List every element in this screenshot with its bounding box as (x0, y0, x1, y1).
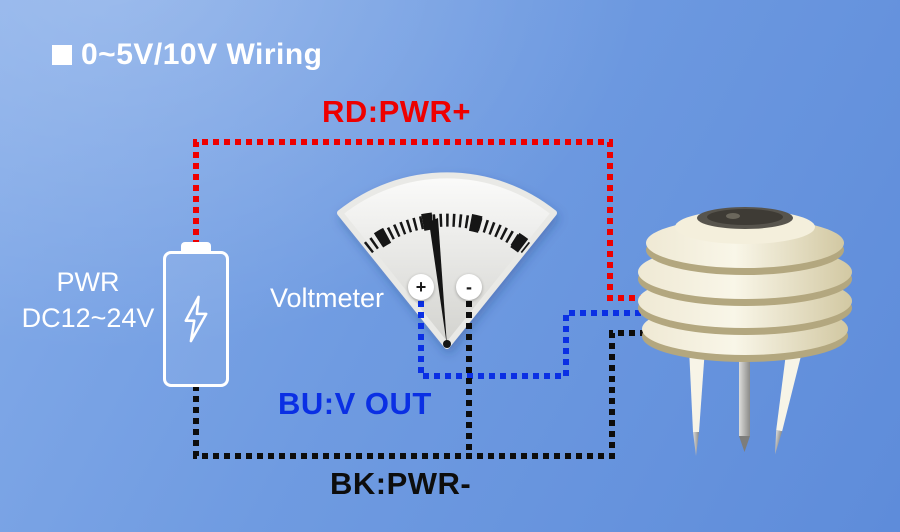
lightning-bolt-icon (184, 295, 208, 343)
black-wire (193, 330, 652, 459)
sensor-cap-highlight (726, 213, 740, 219)
power-supply-line1: PWR (56, 267, 120, 297)
power-supply-line2: DC12~24V (21, 303, 155, 333)
battery-terminal-nub (181, 242, 211, 253)
sensor-cap-inner (707, 209, 783, 225)
voltmeter-plus-terminal: + (408, 274, 434, 300)
gauge-needle-icon (429, 218, 447, 346)
blue-wire-label: BU:V OUT (278, 386, 432, 421)
blue-wire (418, 301, 652, 379)
gauge-face (337, 172, 557, 349)
battery-icon (163, 251, 229, 387)
red-wire (193, 139, 652, 301)
voltmeter-minus-terminal: - (456, 274, 482, 300)
gauge-pivot (443, 340, 451, 348)
louvered-sensor-icon (638, 207, 852, 456)
title-text: 0~5V/10V Wiring (81, 38, 323, 71)
black-wire-label: BK:PWR- (330, 466, 472, 501)
voltmeter-gauge-icon (337, 172, 557, 349)
gauge-scale-blocks (362, 211, 532, 255)
page-title: 0~5V/10V Wiring (52, 38, 323, 72)
red-wire-label: RD:PWR+ (322, 94, 472, 129)
title-bullet-icon (52, 45, 72, 65)
power-supply-label: PWR DC12~24V (4, 264, 172, 336)
sensor-prongs (689, 346, 803, 456)
voltmeter-label: Voltmeter (270, 283, 385, 313)
gauge-scale-ticks (363, 213, 531, 254)
